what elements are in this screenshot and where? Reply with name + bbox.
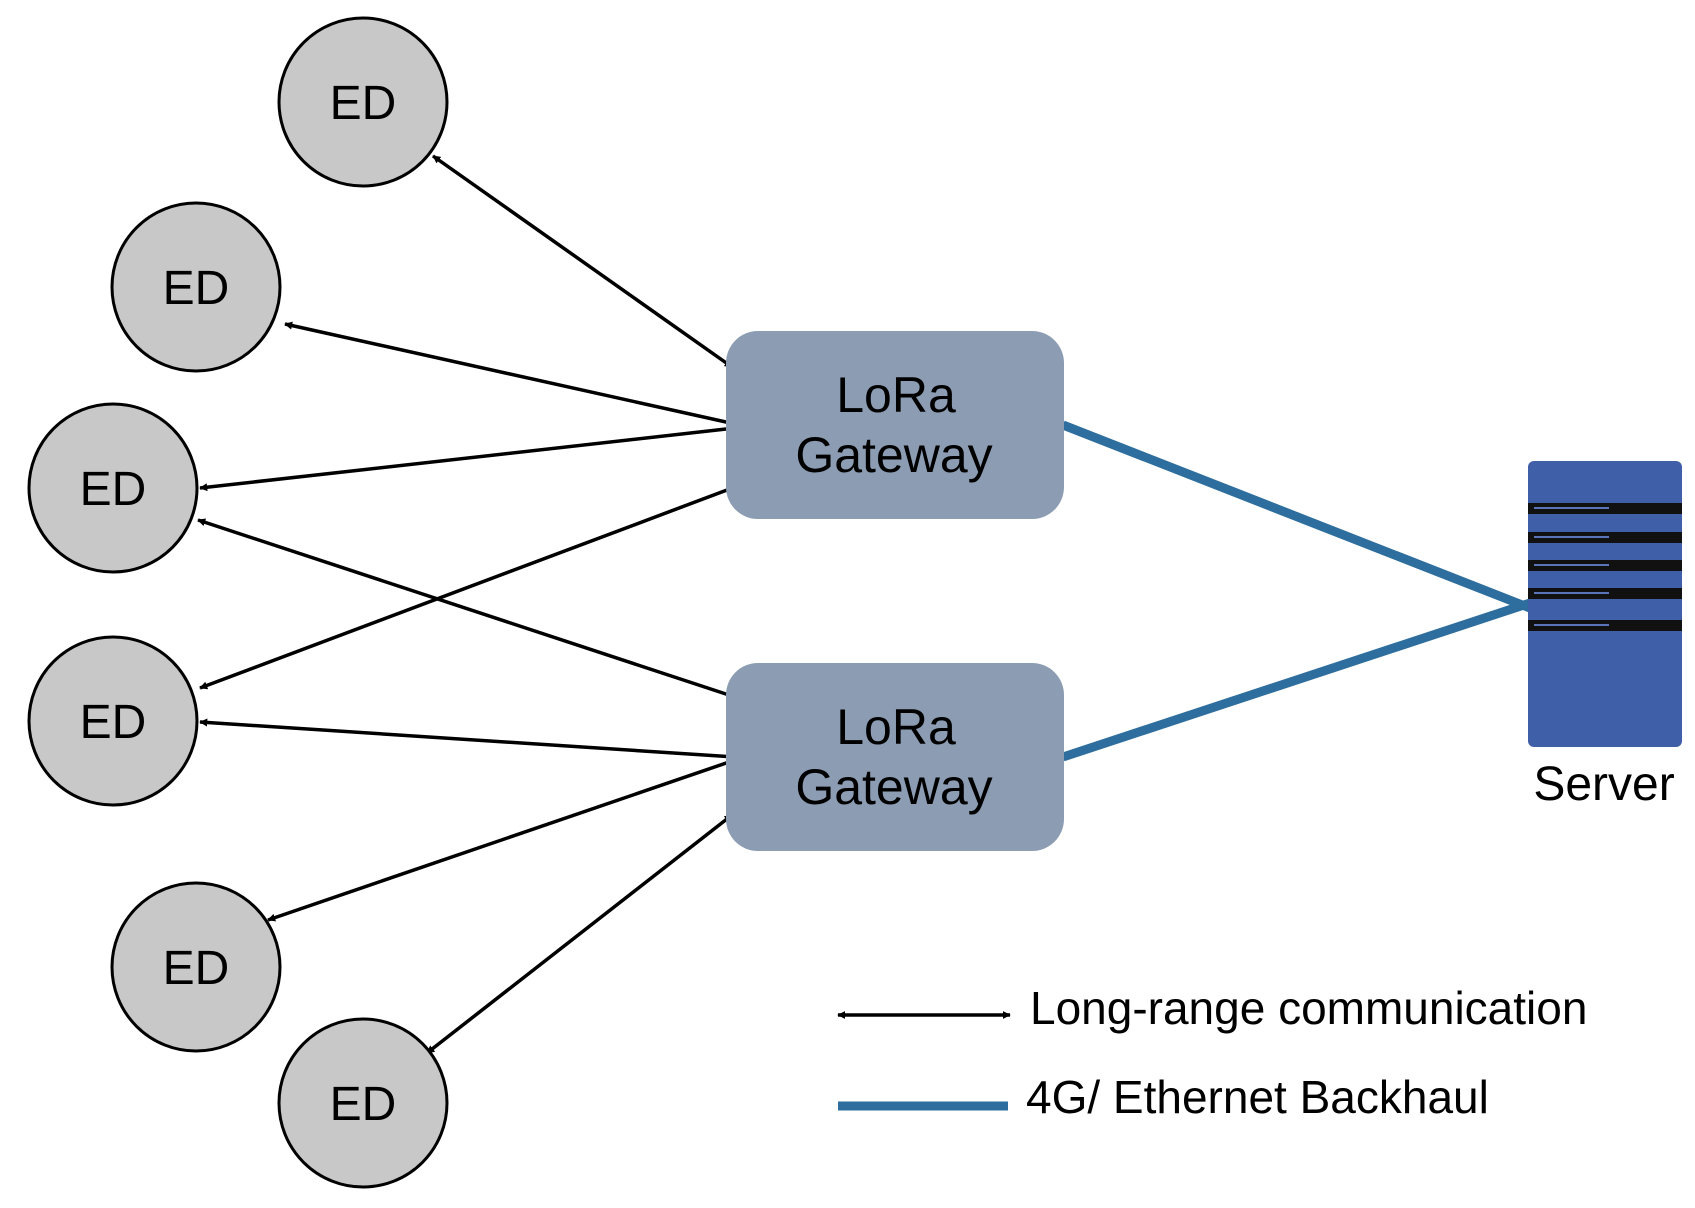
lora-gateway-2: LoRa Gateway: [726, 663, 1064, 851]
end-device-label: ED: [80, 696, 147, 749]
end-device-label: ED: [163, 262, 230, 315]
end-devices: ED ED ED ED ED ED: [27, 16, 449, 1189]
backhaul-gw1-server: [1061, 420, 1532, 613]
end-device-1: ED: [277, 16, 449, 188]
gateway-label-line1: LoRa: [836, 699, 956, 755]
link-ed3-gw2: [197, 518, 736, 699]
end-device-6: ED: [277, 1017, 449, 1189]
end-device-label: ED: [163, 942, 230, 995]
backhaul-links: [1061, 420, 1532, 762]
server-rack-slots: [1528, 503, 1682, 631]
link-ed2-gw1: [284, 321, 736, 427]
gateway-label-line2: Gateway: [795, 427, 992, 483]
end-device-4: ED: [27, 635, 199, 807]
link-ed4-gw2: [199, 718, 736, 761]
server-label: Server: [1533, 758, 1674, 811]
link-ed1-gw1: [431, 154, 734, 369]
end-device-label: ED: [80, 463, 147, 516]
long-range-links: [197, 154, 736, 1055]
server: Server: [1528, 461, 1682, 811]
link-ed6-gw2: [425, 813, 734, 1055]
backhaul-gw2-server: [1061, 598, 1532, 762]
gateway-label-line2: Gateway: [795, 759, 992, 815]
end-device-5: ED: [110, 881, 282, 1053]
legend-long-range-label: Long-range communication: [1030, 982, 1587, 1034]
legend-backhaul-label: 4G/ Ethernet Backhaul: [1026, 1071, 1489, 1123]
end-device-label: ED: [330, 1078, 397, 1131]
gateway-label-line1: LoRa: [836, 367, 956, 423]
end-device-label: ED: [330, 77, 397, 130]
end-device-3: ED: [27, 402, 199, 574]
lora-gateway-1: LoRa Gateway: [726, 331, 1064, 519]
legend: Long-range communication 4G/ Ethernet Ba…: [837, 982, 1587, 1123]
end-device-2: ED: [110, 201, 282, 373]
link-ed5-gw2: [267, 758, 736, 922]
link-ed3-gw1: [199, 424, 736, 492]
link-ed4-gw1: [199, 485, 736, 690]
gateways: LoRa Gateway LoRa Gateway: [726, 331, 1064, 851]
